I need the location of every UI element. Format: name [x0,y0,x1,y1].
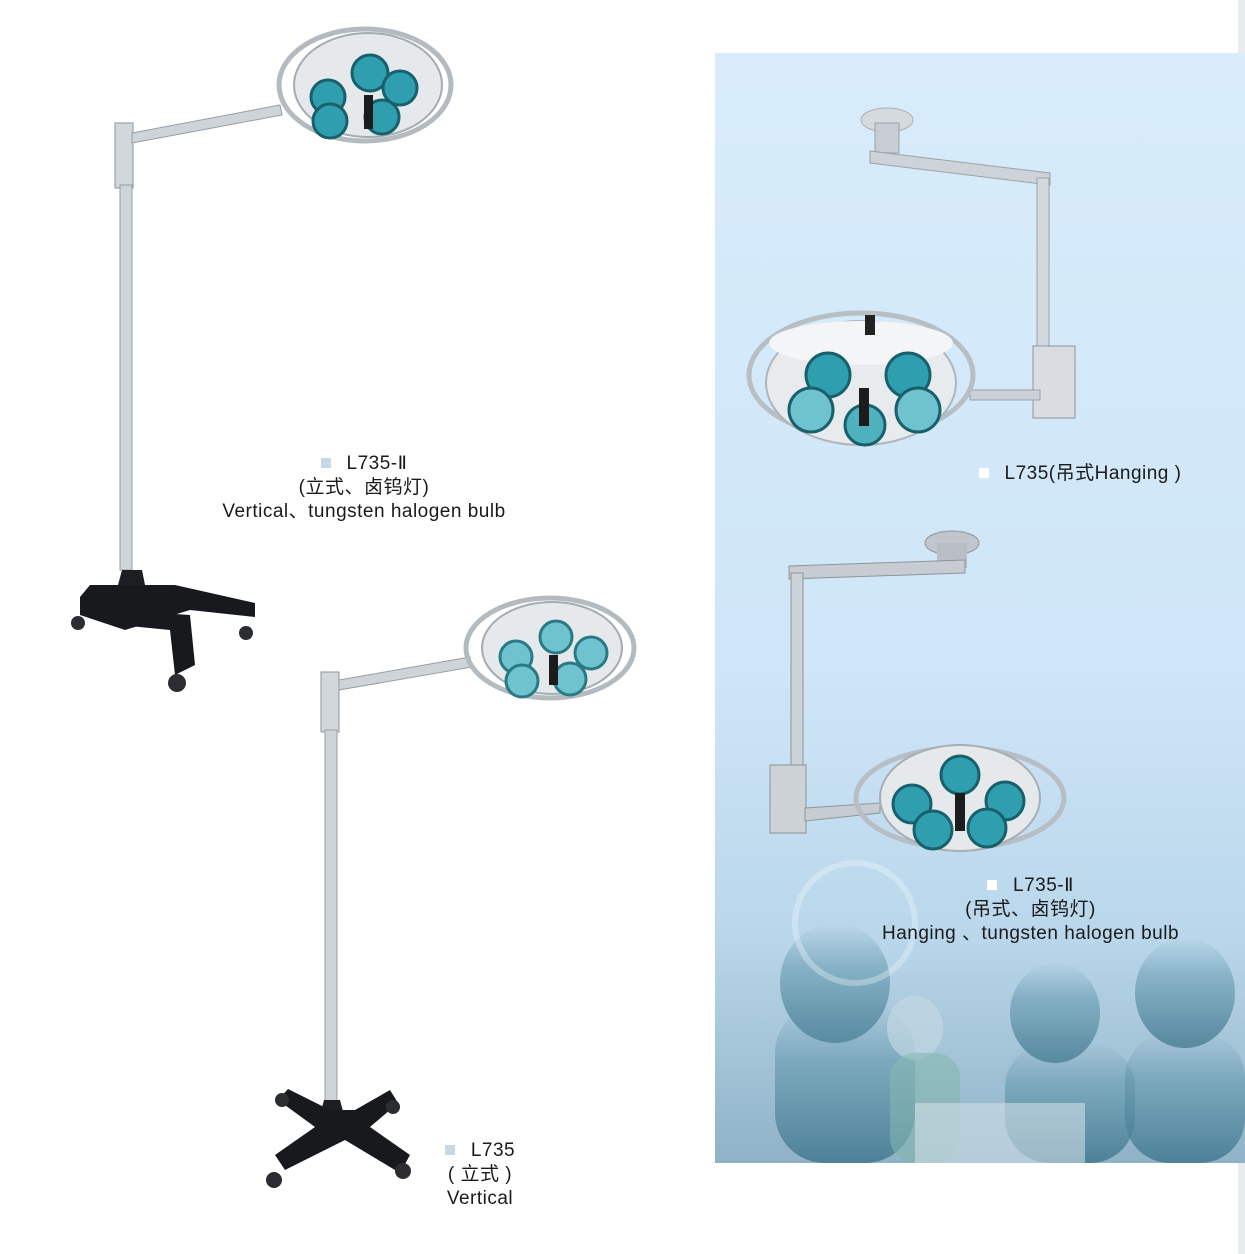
square-bullet-icon [987,880,998,890]
type-cn: (立式、卤钨灯) [298,477,430,498]
surgeons-silhouette [775,860,1245,1163]
hanging-lamp-l735-ii [769,530,1067,852]
type-cn: (吊式、卤钨灯) [965,899,1096,920]
operating-room-scene [746,107,1245,1163]
square-bullet-icon [320,458,331,468]
vertical-lamp-l735 [266,595,637,1188]
type-en: Vertical [446,1188,514,1209]
model-name: L735-Ⅱ [1013,875,1074,896]
hanging-lamp-l735 [746,107,1076,447]
vertical-lamp-l735-ii [71,26,454,692]
type-en: Vertical、tungsten halogen bulb [222,501,506,522]
hanging-models-panel [715,53,1245,1163]
type-en: Hanging 、tungsten halogen bulb [881,923,1180,944]
type-cn: ( 立式 ) [447,1164,513,1185]
model-name: L735 [470,1140,516,1161]
square-bullet-icon [978,468,989,478]
square-bullet-icon [444,1145,455,1155]
model-name: L735-Ⅱ [346,453,408,474]
model-name: L735(吊式Hanging ) [1004,463,1182,484]
caption-l735-ii-vertical: L735-Ⅱ (立式、卤钨灯) Vertical、tungsten haloge… [190,452,538,524]
caption-l735-hanging: L735(吊式Hanging ) [960,462,1200,486]
caption-l735-vertical: L735 ( 立式 ) Vertical [395,1139,565,1211]
caption-l735-ii-hanging: L735-Ⅱ (吊式、卤钨灯) Hanging 、tungsten haloge… [858,874,1203,946]
